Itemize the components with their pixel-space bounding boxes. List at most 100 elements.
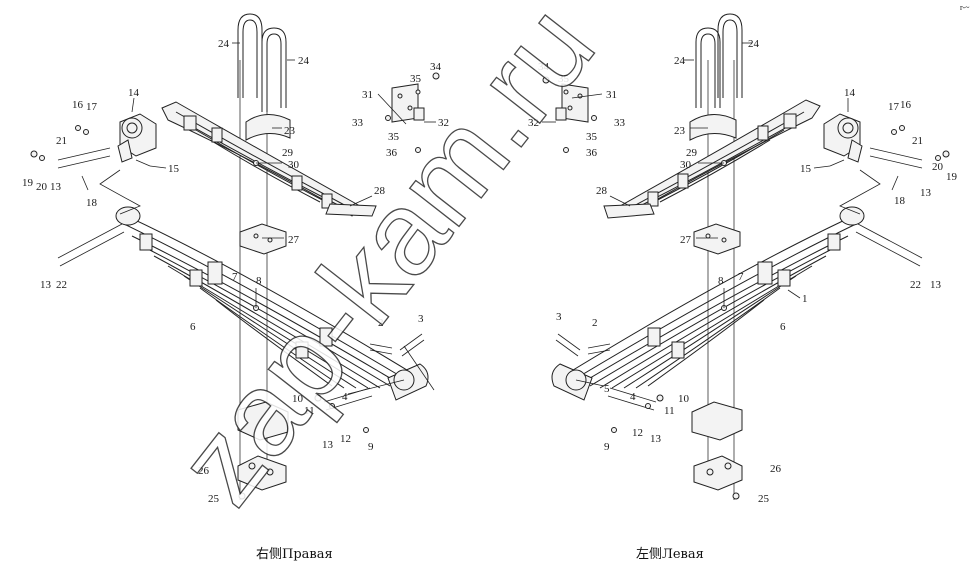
callout-label: 36 <box>586 147 598 159</box>
callout-label: 27 <box>680 234 692 246</box>
bolt-34 <box>432 72 440 80</box>
callout-label: 13 <box>930 279 942 291</box>
washer-17 <box>83 129 89 135</box>
pin-22 <box>59 231 125 267</box>
callout-label: 21 <box>912 135 923 147</box>
callout-label: 17 <box>86 101 98 113</box>
nut-16 <box>899 125 905 131</box>
callout-label: 18 <box>894 195 906 207</box>
callout-label: 20 <box>932 161 944 173</box>
callout-label: 4 <box>630 391 636 403</box>
spring-eye <box>115 206 141 226</box>
callout-label: 13 <box>40 279 52 291</box>
caption-left-side: 左侧Левая <box>636 547 704 562</box>
left-side-assembly <box>542 13 950 500</box>
callout-label: 22 <box>56 279 67 291</box>
bracket-31 <box>542 76 597 153</box>
callout-label: 22 <box>910 279 921 291</box>
callout-label: 26 <box>770 463 782 475</box>
callout-label: 10 <box>292 393 304 405</box>
leader-line <box>99 169 141 215</box>
saddle-23 <box>689 114 737 141</box>
callout-label: 5 <box>604 383 610 395</box>
bolt-3 <box>557 333 581 351</box>
callout-label: 16 <box>900 99 912 111</box>
corner-mark: r-~ <box>960 3 970 12</box>
callout-label: 33 <box>614 117 626 129</box>
nut-36 <box>563 147 569 153</box>
callout-label: 3 <box>556 311 562 323</box>
right-side-assembly <box>30 13 440 500</box>
callout-label: 15 <box>168 163 180 175</box>
callout-label: 20 <box>36 181 48 193</box>
pin-12 <box>609 387 657 403</box>
washer-20 <box>935 155 941 161</box>
callout-label: 4 <box>342 391 348 403</box>
pin-21 <box>57 147 111 161</box>
bolt-15 <box>135 159 151 167</box>
washer-11 <box>645 403 651 409</box>
callout-label: 24 <box>298 55 310 67</box>
callout-label: 19 <box>946 171 958 183</box>
helper-clip <box>291 175 303 191</box>
callout-label: 35 <box>388 131 400 143</box>
bolt-3 <box>401 339 425 357</box>
callout-label: 25 <box>758 493 770 505</box>
bolt-18 <box>891 175 899 191</box>
bolt-3 <box>555 339 579 357</box>
helper-end-28 <box>325 203 377 217</box>
spring-clip-6 <box>207 261 223 285</box>
spring-eye <box>839 206 865 226</box>
bracket-14 <box>117 113 157 163</box>
callout-label: 19 <box>22 177 34 189</box>
bolt-34 <box>542 76 550 84</box>
helper-clip <box>321 193 333 209</box>
nut-25 <box>732 492 740 500</box>
callout-label: 13 <box>322 439 334 451</box>
callout-label: 7 <box>738 271 744 283</box>
spacer-27 <box>693 223 741 255</box>
bolt-9 <box>611 427 617 433</box>
callout-label: 17 <box>888 101 900 113</box>
bolt-3 <box>399 333 423 351</box>
bolt-2 <box>369 343 393 349</box>
leader-line <box>839 169 881 215</box>
callout-label: 12 <box>340 433 351 445</box>
callout-label: 24 <box>218 38 230 50</box>
callout-label: 31 <box>362 89 373 101</box>
callout-label: 24 <box>674 55 686 67</box>
callout-label: 14 <box>844 87 856 99</box>
callout-label: 2 <box>592 317 598 329</box>
callout-label: 33 <box>352 117 364 129</box>
callout-label: 12 <box>632 427 643 439</box>
callout-label: 10 <box>678 393 690 405</box>
bolt-2 <box>369 349 393 355</box>
callout-label: 7 <box>232 271 238 283</box>
callout-label: 16 <box>72 99 84 111</box>
callouts-left: 34 35 31 32 33 35 36 24 24 23 29 30 28 2… <box>528 38 958 505</box>
pin-21 <box>57 155 111 169</box>
spring-clip-6 <box>647 327 661 347</box>
helper-leaf-spring <box>603 99 821 219</box>
callout-label: 11 <box>664 405 675 417</box>
callout-label: 13 <box>920 187 932 199</box>
callout-label: 24 <box>748 38 760 50</box>
callout-label: 25 <box>208 493 220 505</box>
callout-label: 23 <box>284 125 296 137</box>
helper-clip <box>183 115 197 131</box>
callout-label: 14 <box>128 87 140 99</box>
nut-16 <box>75 125 81 131</box>
callout-label: 11 <box>304 405 315 417</box>
u-bolt-24 <box>695 13 743 108</box>
washer-35 <box>563 89 569 95</box>
bracket-14 <box>823 113 863 163</box>
spring-clip-6 <box>295 341 309 359</box>
helper-clip <box>783 113 797 129</box>
pin-22 <box>857 223 923 259</box>
callout-label: 26 <box>198 465 210 477</box>
callout-label: 6 <box>780 321 786 333</box>
nut-19 <box>942 150 950 158</box>
callout-label: 34 <box>538 61 550 73</box>
